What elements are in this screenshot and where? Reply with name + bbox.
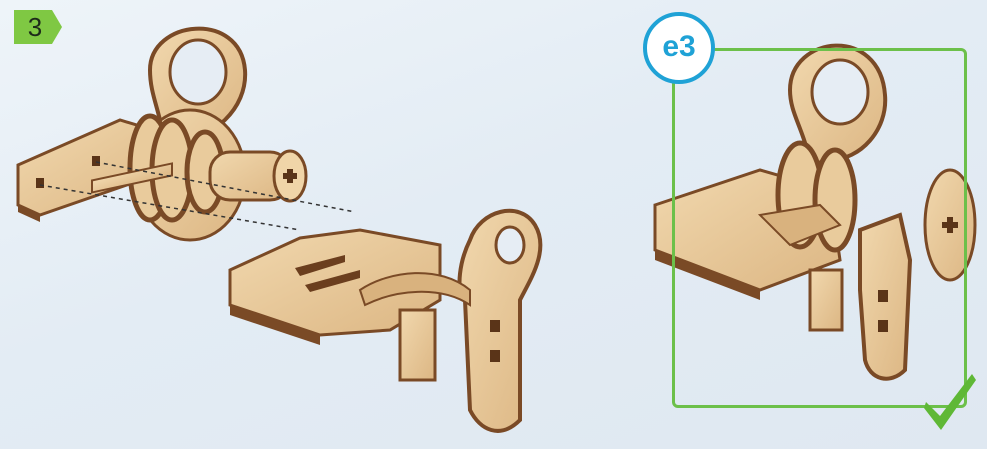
wheel-hole: [170, 40, 226, 104]
base-assembly: [18, 29, 306, 240]
check-icon: [924, 372, 978, 432]
base-slot: [36, 178, 44, 188]
front-block: [400, 310, 435, 380]
lever-part: [230, 211, 540, 431]
result-frame: [672, 48, 967, 408]
result-step-badge: e3: [643, 12, 715, 84]
crank-slot: [490, 320, 500, 332]
crank-slot: [490, 350, 500, 362]
base-slot: [92, 156, 100, 166]
crank-hole: [496, 227, 524, 263]
